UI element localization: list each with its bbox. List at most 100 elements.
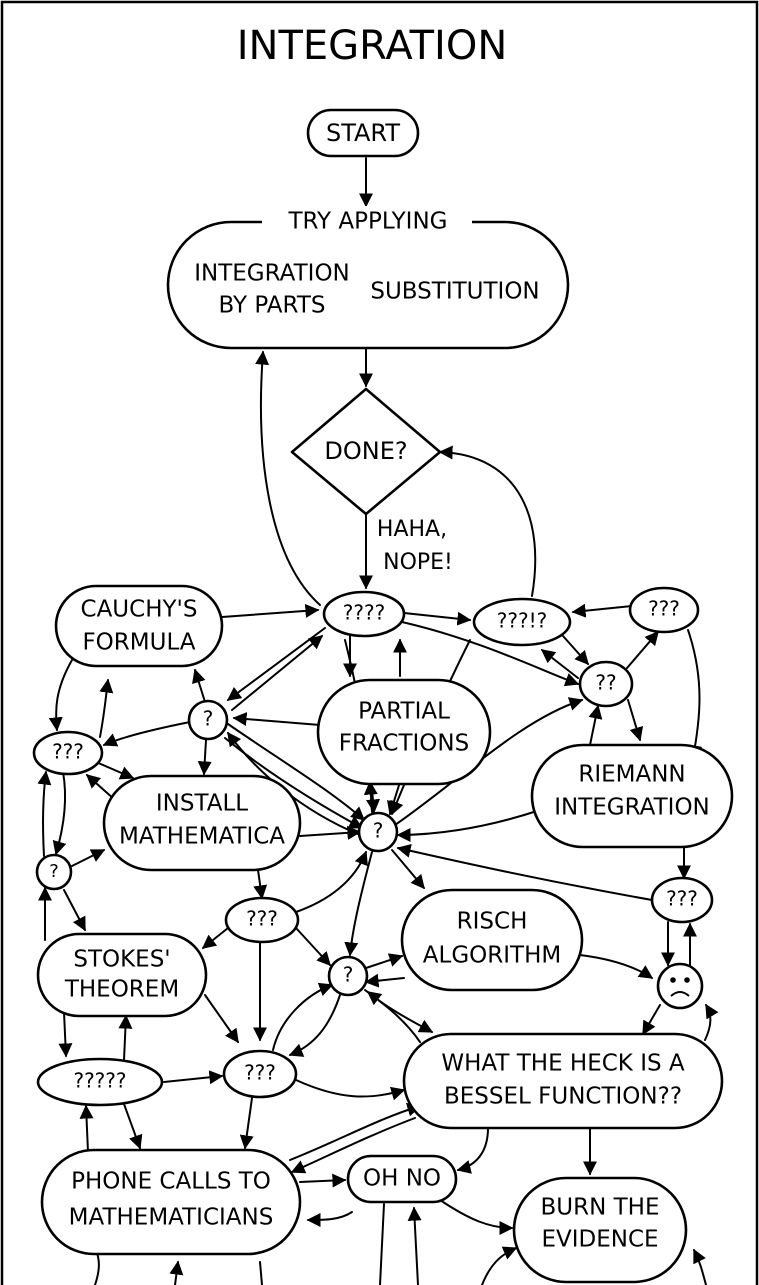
- edge-q1left-q3left: [37, 770, 52, 857]
- edge-q4-q3excl: [403, 611, 472, 626]
- edge-q4-q1upper: [226, 627, 326, 701]
- node-partial-fractions: PARTIAL FRACTIONS: [316, 678, 492, 786]
- node-cauchys-formula: CAUCHY'S FORMULA: [54, 584, 224, 668]
- method-integration-by-parts-line-2: BY PARTS: [219, 293, 326, 319]
- edge-q3left-q1left: [52, 771, 67, 856]
- edge-q1upper-install: [197, 739, 212, 776]
- node-q5-label: ?????: [73, 1069, 126, 1093]
- node-q3-far-right: ???: [650, 876, 714, 924]
- edge-riemann-q2: [588, 704, 603, 746]
- bessel-line-2: BESSEL FUNCTION??: [444, 1084, 682, 1110]
- riemann-line-2: INTEGRATION: [554, 795, 710, 821]
- node-q4-label: ????: [343, 601, 385, 625]
- edge-q3right-q3excl: [571, 603, 633, 618]
- edge-ohno-leg-2: [407, 1206, 422, 1285]
- edge-q1center-partial: [363, 780, 378, 813]
- node-q1-center-label: ?: [373, 819, 384, 843]
- node-q3-left: ???: [32, 730, 104, 776]
- node-riemann-integration: RIEMANN INTEGRATION: [530, 743, 734, 849]
- try-applying-header: TRY APPLYING: [287, 209, 447, 235]
- edge-q3excl-done: [438, 445, 537, 597]
- edge-ohno-leg-1: [379, 1203, 385, 1285]
- edge-label-nope: NOPE!: [383, 550, 453, 575]
- edge-q3farright-q1center: [396, 843, 653, 901]
- edge-q3midlower-q1lower: [272, 982, 334, 1051]
- edge-phone-leg-3: [259, 1261, 263, 1285]
- edge-q1upper-cauchy: [192, 668, 206, 703]
- edge-stokes-q5: [58, 1011, 73, 1058]
- cauchy-line-1: CAUCHY'S: [81, 597, 198, 623]
- edge-q2-q3excl: [540, 649, 579, 679]
- node-q4: ????: [322, 590, 406, 638]
- node-oh-no: OH NO: [346, 1154, 458, 1204]
- edge-q4-q2: [401, 621, 580, 687]
- edge-install-q3left: [85, 774, 116, 801]
- install-line-1: INSTALL: [156, 791, 248, 817]
- phone-line-2: MATHEMATICIANS: [69, 1205, 274, 1231]
- node-q3-mid-upper-label: ???: [246, 907, 278, 931]
- edge-riemann-q1center: [396, 809, 541, 842]
- node-q3-mid-lower: ???: [222, 1049, 298, 1099]
- node-q3-excl: ???!?: [472, 597, 572, 647]
- edge-risch-frown: [579, 954, 654, 979]
- edge-ohno-burn: [439, 1199, 514, 1235]
- node-q3-left-label: ???: [52, 740, 84, 764]
- edge-q3midupper-q1lower: [295, 927, 331, 967]
- edge-q5-phone: [123, 1103, 143, 1150]
- edge-q1center-risch: [391, 849, 425, 890]
- edge-phone-q5: [79, 1104, 94, 1153]
- node-phone-calls: PHONE CALLS TO MATHEMATICIANS: [40, 1148, 302, 1256]
- node-q3-excl-label: ???!?: [497, 609, 547, 633]
- node-q1-left-label: ?: [49, 861, 59, 882]
- node-frown: [656, 962, 704, 1010]
- edge-q1upper-q3left: [102, 721, 191, 747]
- edge-phone-leg-2: [169, 1260, 184, 1285]
- node-q1-upper-label: ?: [203, 707, 214, 731]
- partial-line-1: PARTIAL: [358, 699, 450, 725]
- edge-q1lower-q3midlower: [288, 994, 341, 1057]
- node-install-mathematica: INSTALL MATHEMATICA: [102, 774, 302, 872]
- risch-line-2: ALGORITHM: [423, 943, 561, 969]
- edge-cauchy-q3left: [48, 659, 73, 732]
- bessel-line-1: WHAT THE HECK IS A: [441, 1051, 685, 1077]
- node-q1-left: ?: [35, 853, 73, 891]
- node-bessel-function: WHAT THE HECK IS A BESSEL FUNCTION??: [402, 1032, 724, 1130]
- edge-label-haha: HAHA,: [377, 517, 447, 542]
- edge-bessel-frown: [704, 1003, 719, 1041]
- edge-q3midlower-bessel: [295, 1079, 406, 1101]
- edge-install-q1center: [299, 825, 362, 840]
- edge-q3left-install: [95, 761, 135, 780]
- edge-q3midupper-q1center: [295, 850, 368, 913]
- riemann-line-1: RIEMANN: [578, 762, 685, 788]
- node-q1-lower: ?: [327, 955, 369, 997]
- edge-q2-riemann: [627, 699, 644, 742]
- edge-phone-ohno: [299, 1173, 347, 1188]
- burn-line-2: EVIDENCE: [541, 1227, 658, 1253]
- edge-q5-stokes: [118, 1014, 133, 1061]
- oh-no-label: OH NO: [363, 1166, 441, 1192]
- method-integration-by-parts-line-1: INTEGRATION: [194, 261, 350, 287]
- edge-q3left-cauchy: [99, 678, 114, 738]
- stokes-line-1: STOKES': [73, 947, 170, 973]
- node-q1-upper: ?: [187, 699, 229, 741]
- risch-line-1: RISCH: [457, 909, 528, 935]
- start-node: START: [306, 108, 420, 158]
- edge-q2-q3right: [626, 630, 659, 669]
- node-q1-lower-label: ?: [343, 963, 354, 987]
- edge-stokes-q3midlower: [204, 994, 239, 1044]
- install-line-2: MATHEMATICA: [119, 824, 285, 850]
- edge-bessel-q1lower: [366, 991, 421, 1043]
- edge-q3excl-q2: [562, 635, 589, 666]
- edges: [37, 157, 719, 1285]
- done-label: DONE?: [324, 437, 407, 465]
- frown-face-icon: [670, 977, 690, 997]
- edge-partial-q1upper: [232, 712, 321, 726]
- node-risch-algorithm: RISCH ALGORITHM: [400, 888, 584, 992]
- cauchy-line-2: FORMULA: [82, 630, 195, 656]
- edge-burn-leg-1: [481, 1246, 518, 1285]
- method-substitution: SUBSTITUTION: [370, 279, 539, 305]
- edge-q1upper-q1center: [227, 723, 366, 821]
- edge-q3right-riemann: [687, 629, 703, 760]
